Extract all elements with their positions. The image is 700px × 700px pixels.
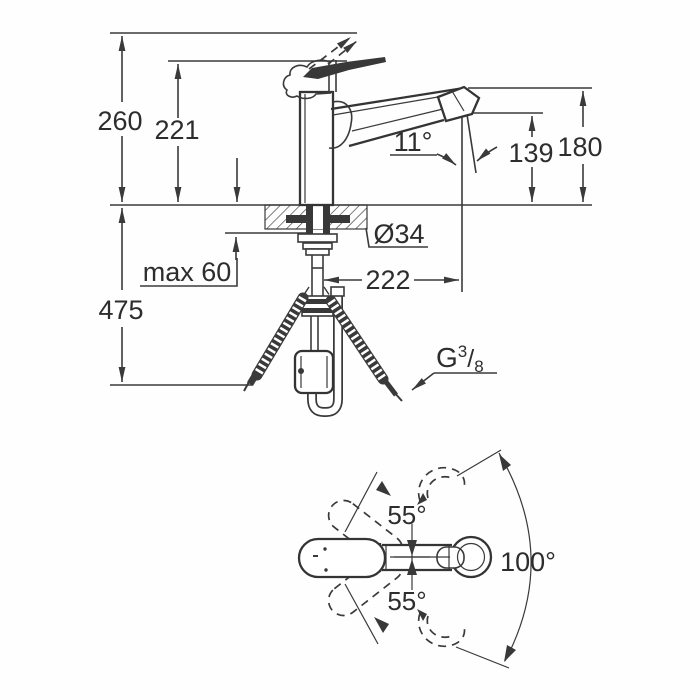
top-view: 55° 55° 100° (297, 449, 556, 669)
dimension-label-475: 475 (98, 295, 143, 325)
under-counter-assembly (243, 233, 403, 417)
supply-hose-right (323, 286, 403, 402)
front-view: 260 221 max 60 475 139 180 222 Ø34 (97, 32, 603, 417)
thread-slash: / (467, 345, 474, 373)
mounting-flange (297, 233, 338, 243)
dimension-label-180: 180 (557, 132, 602, 162)
dimension-label-260: 260 (97, 106, 142, 136)
thread-denominator: 8 (474, 357, 483, 376)
dimension-label-55-upper: 55° (387, 500, 426, 530)
thread-label-g38: G3/8 (411, 342, 497, 391)
rotation-arc-upper (417, 467, 466, 502)
lever-handle (303, 57, 386, 79)
dimension-label-222: 222 (365, 265, 410, 295)
countertop-section (264, 203, 368, 235)
dimension-label-100: 100° (500, 547, 556, 577)
dimension-label-221: 221 (154, 115, 199, 145)
mounting-shank (306, 203, 313, 235)
front-view-dimensions: 260 221 max 60 475 139 180 222 Ø34 (97, 36, 603, 391)
handle-top-view (297, 537, 387, 579)
dimension-label-11deg: 11° (394, 127, 433, 157)
spray-head (436, 85, 481, 123)
svg-text:G3/8: G3/8 (436, 342, 484, 376)
spout-swivel-arc: 100° (455, 449, 556, 669)
cartridge-dome (282, 59, 332, 100)
dimension-label-55-lower: 55° (387, 586, 426, 616)
handle-swing-upper: 55° (344, 467, 466, 533)
supply-hose-left (243, 286, 310, 392)
pullout-spout (328, 85, 481, 149)
handle-swing-lower: 55° (344, 583, 466, 647)
dimension-label-diameter34: Ø34 (373, 219, 424, 249)
faucet-body (282, 36, 481, 207)
thread-prefix: G (436, 342, 458, 373)
faucet-top-silhouette (297, 524, 493, 590)
thread-numerator: 3 (458, 342, 467, 361)
outlet-tilt-line (465, 107, 477, 174)
rotation-arc-lower (417, 612, 466, 647)
handle-pivot-axis (394, 524, 430, 590)
dimension-label-max60: max 60 (143, 257, 232, 287)
dimension-label-139: 139 (508, 138, 553, 168)
hose-weight (293, 349, 335, 395)
